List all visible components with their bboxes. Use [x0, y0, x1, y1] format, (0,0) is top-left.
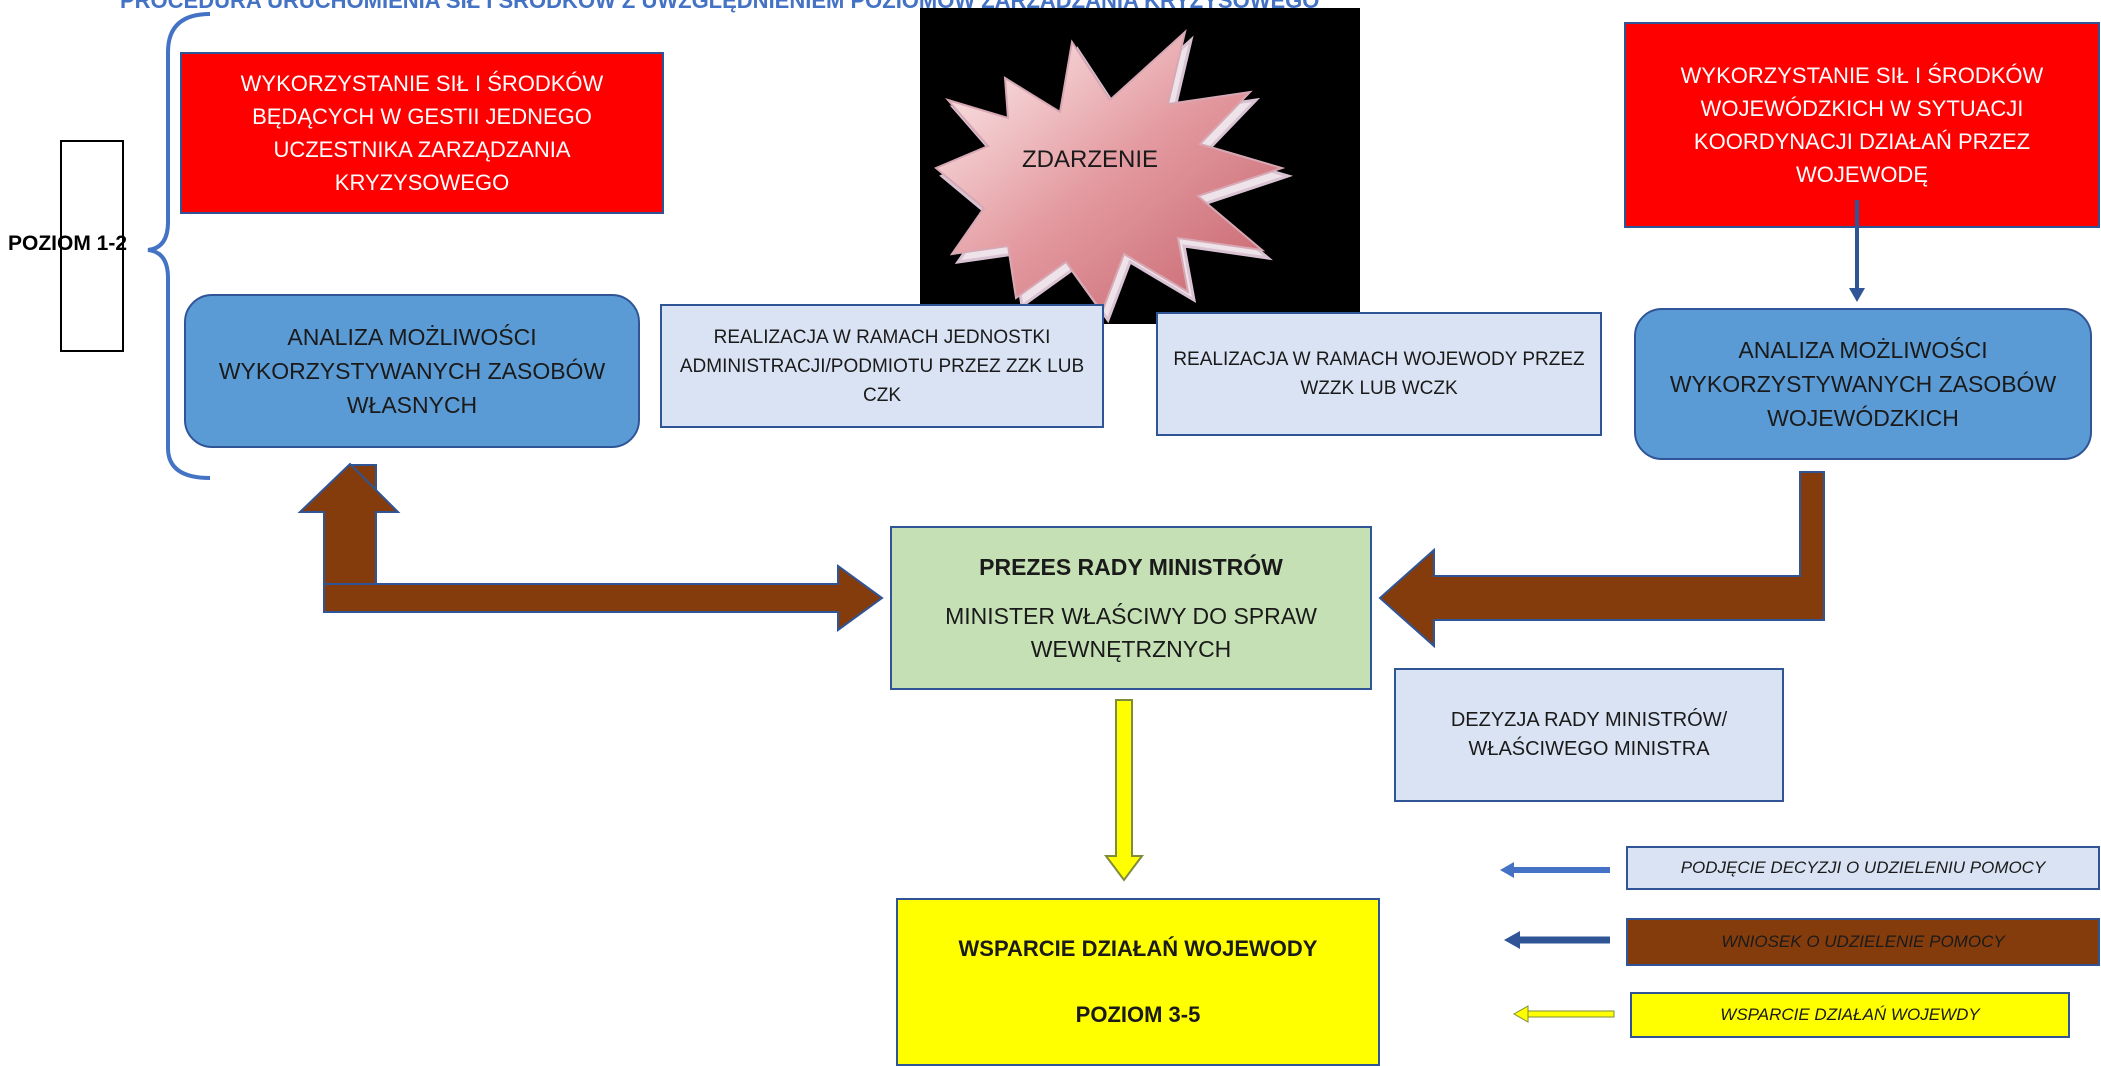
level-label: POZIOM 1-2 — [8, 232, 128, 255]
legend-arrow-support — [1512, 1005, 1615, 1023]
legend-support: WSPARCIE DZIAŁAŃ WOJEWDY — [1630, 992, 2070, 1038]
support-level-label: POZIOM 3-5 — [1075, 1002, 1201, 1027]
voivode-resources-usage-box: WYKORZYSTANIE SIŁ I ŚRODKÓW WOJEWÓDZKICH… — [1624, 22, 2100, 228]
yellow-down-arrow — [1104, 699, 1144, 882]
legend-arrow-request — [1504, 931, 1610, 949]
event-label: ZDARZENIE — [1021, 146, 1158, 173]
voivode-resources-analysis-box: ANALIZA MOŻLIWOŚCI WYKORZYSTYWANYCH ZASO… — [1634, 308, 2092, 460]
council-decision-box: DEZYZJA RADY MINISTRÓW/ WŁAŚCIWEGO MINIS… — [1394, 668, 1784, 802]
support-label: WSPARCIE DZIAŁAŃ WOJEWODY — [958, 936, 1318, 961]
own-resources-usage-box: WYKORZYSTANIE SIŁ I ŚRODKÓW BĘDĄCYCH W G… — [180, 52, 664, 214]
level-frame — [60, 140, 124, 352]
legend-request: WNIOSEK O UDZIELENIE POMOCY — [1626, 918, 2100, 966]
left-brown-arrow-head — [297, 462, 401, 585]
legend-decision: PODJĘCIE DECYZJI O UDZIELENIU POMOCY — [1626, 846, 2100, 890]
ministers-box: PREZES RADY MINISTRÓW MINISTER WŁAŚCIWY … — [890, 526, 1372, 690]
own-resources-analysis-box: ANALIZA MOŻLIWOŚCI WYKORZYSTYWANYCH ZASO… — [184, 294, 640, 448]
unit-realization-box: REALIZACJA W RAMACH JEDNOSTKI ADMINISTRA… — [660, 304, 1104, 428]
interior-minister-label: MINISTER WŁAŚCIWY DO SPRAW WEWNĘTRZNYCH — [945, 602, 1317, 662]
prime-minister-label: PREZES RADY MINISTRÓW — [979, 553, 1283, 580]
voivode-realization-box: REALIZACJA W RAMACH WOJEWODY PRZEZ WZZK … — [1156, 312, 1602, 436]
left-brown-arrow-body — [323, 464, 884, 632]
voivode-down-arrowhead — [1849, 288, 1865, 302]
legend-arrow-decision — [1500, 862, 1610, 878]
support-box: WSPARCIE DZIAŁAŃ WOJEWODY POZIOM 3-5 — [896, 898, 1380, 1066]
right-brown-arrow — [1378, 471, 1825, 649]
